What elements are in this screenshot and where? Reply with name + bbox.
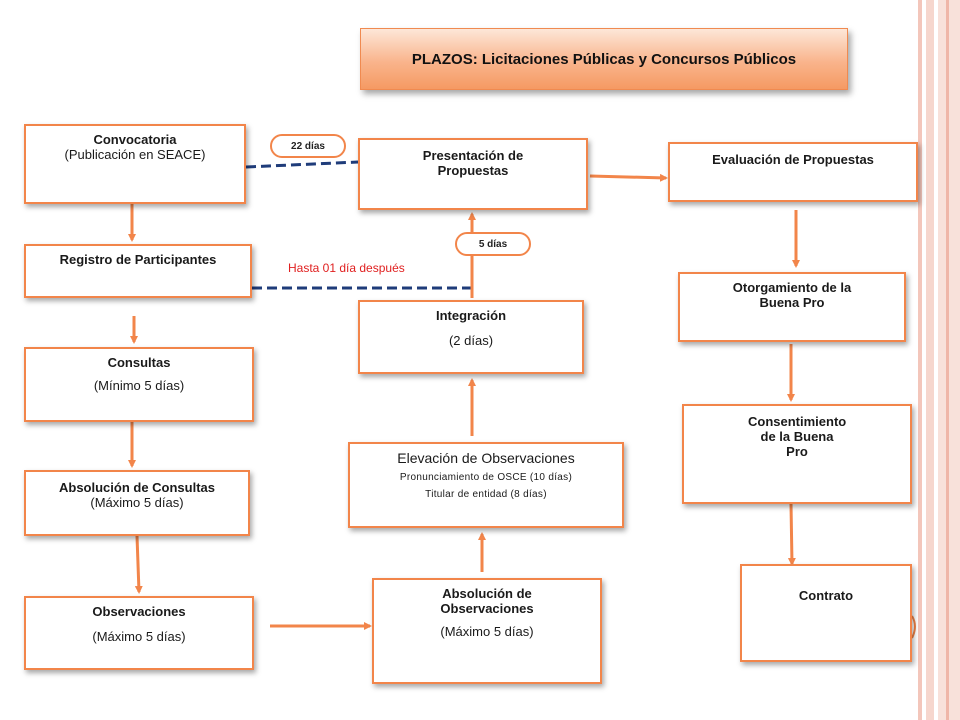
box-convocatoria: Convocatoria (Publicación en SEACE) [24,124,246,204]
box-absolucion-consultas-title: Absolución de Consultas [58,480,215,495]
arrow-presentacion-evaluacion [589,173,668,182]
dashed-link-convocatoria-presentacion [245,160,359,169]
box-contrato-title: Contrato [798,588,854,603]
decorative-rail [918,0,922,720]
box-consultas-sub: (Mínimo 5 días) [93,378,185,393]
badge-22-dias: 22 días [270,134,346,158]
box-consentimiento: Consentimiento de la Buena Pro [682,404,912,504]
decorative-rail [946,0,949,720]
box-convocatoria-title: Convocatoria [93,132,177,147]
box-absolucion-observaciones-sub: (Máximo 5 días) [440,624,534,639]
box-otorgamiento-title: Otorgamiento de la Buena Pro [732,280,852,310]
box-absolucion-consultas-sub: (Máximo 5 días) [90,495,184,510]
decorative-rail [938,0,960,720]
box-consentimiento-title: Consentimiento de la Buena Pro [748,414,847,459]
decorative-rail [926,0,934,720]
box-presentacion: Presentación de Propuestas [358,138,588,210]
box-integracion-sub: (2 días) [448,333,494,348]
box-observaciones-title: Observaciones [92,604,186,619]
badge-5-dias: 5 días [455,232,531,256]
box-elevacion-line1: Pronunciamiento de OSCE (10 días) [399,472,573,483]
box-elevacion-title: Elevación de Observaciones [397,450,575,466]
box-registro-title: Registro de Participantes [59,252,217,267]
note-hasta-01-dia: Hasta 01 día después [288,261,405,275]
decorative-arc [911,615,916,639]
box-observaciones: Observaciones (Máximo 5 días) [24,596,254,670]
box-absolucion-observaciones-title: Absolución de Observaciones [440,586,534,616]
box-integracion: Integración (2 días) [358,300,584,374]
box-evaluacion: Evaluación de Propuestas [668,142,918,202]
box-integracion-title: Integración [435,308,507,323]
box-elevacion-line2: Titular de entidad (8 días) [425,489,547,500]
diagram-title: PLAZOS: Licitaciones Públicas y Concurso… [360,28,848,90]
box-consultas-title: Consultas [107,355,171,370]
box-otorgamiento: Otorgamiento de la Buena Pro [678,272,906,342]
box-presentacion-title: Presentación de Propuestas [422,148,524,178]
box-evaluacion-title: Evaluación de Propuestas [712,152,874,167]
box-consultas: Consultas (Mínimo 5 días) [24,347,254,422]
box-observaciones-sub: (Máximo 5 días) [92,629,186,644]
arrow-absolucion-observaciones [134,535,143,594]
box-elevacion: Elevación de Observaciones Pronunciamien… [348,442,624,528]
box-contrato: Contrato [740,564,912,662]
box-convocatoria-sub: (Publicación en SEACE) [64,147,206,162]
box-absolucion-observaciones: Absolución de Observaciones (Máximo 5 dí… [372,578,602,684]
box-registro: Registro de Participantes [24,244,252,298]
box-absolucion-consultas: Absolución de Consultas (Máximo 5 días) [24,470,250,536]
arrow-consentimiento-contrato [787,503,796,566]
